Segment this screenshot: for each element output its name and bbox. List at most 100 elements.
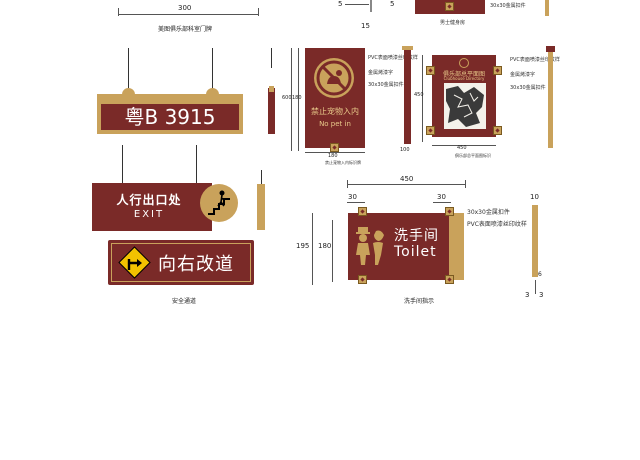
- plate-profile-wire: [271, 48, 272, 68]
- exit-profile: [257, 184, 265, 230]
- toilet-note-2: PVC表面喷漆丝印纹样: [467, 221, 527, 228]
- map-profile: [548, 50, 553, 148]
- toilet-zh-text: 洗手间: [394, 228, 439, 244]
- toilet-caption: 洗手间指示: [404, 298, 435, 305]
- safety-caption: 安全通道: [172, 298, 197, 305]
- map-dim-width-line: [432, 145, 496, 146]
- map-sign: 俱乐部总平面图 Clubhouse Directory: [432, 55, 496, 137]
- toilet-profile: [532, 205, 538, 277]
- map-note-1: PVC表面喷漆丝印纹样: [510, 57, 560, 63]
- pet-zh-text: 禁止宠物入内: [311, 107, 359, 116]
- pet-note-3: 30x30金属扣件: [368, 82, 404, 88]
- pet-dim-inner: [298, 48, 299, 151]
- top-post: [370, 0, 372, 12]
- toilet-profile-leg: [535, 280, 536, 294]
- exit-hanger-right: [196, 145, 197, 183]
- top-side-bar: [545, 0, 549, 16]
- ornament-icon: [445, 2, 454, 11]
- top-dim-15: 15: [361, 22, 370, 30]
- plate-sign: 粤B 3915: [97, 94, 243, 134]
- pet-profile-top: [402, 46, 413, 50]
- toilet-gold-edge: [449, 213, 464, 280]
- top-dimension-line: [118, 14, 258, 15]
- turn-right-arrow-icon: [118, 246, 151, 279]
- map-emblem-icon: [459, 58, 469, 68]
- man-woman-icon: [354, 225, 386, 267]
- toilet-dim-30a: 30: [348, 193, 357, 201]
- toilet-dim-450-tl: [347, 180, 348, 188]
- toilet-dim-30a-line: [347, 202, 365, 203]
- plate-profile-cap: [269, 86, 274, 92]
- toilet-dim-30b-line: [433, 202, 451, 203]
- top-dim-300: 300: [178, 4, 192, 12]
- top-sign-partial: [415, 0, 485, 14]
- map-title: 俱乐部总平面图: [442, 71, 485, 78]
- map-floorplan: [444, 83, 486, 129]
- toilet-ornament-tl-icon: [358, 207, 367, 216]
- toilet-sign: 洗手间 Toilet: [348, 213, 464, 280]
- toilet-dim-10: 10: [530, 193, 539, 201]
- pet-dim-width: 180: [328, 153, 338, 159]
- toilet-dim-450-line: [347, 184, 465, 185]
- map-ornament-br-icon: [493, 126, 502, 135]
- pet-note-2: 金属烤漆字: [368, 70, 394, 76]
- pet-dim-outer: [291, 48, 292, 151]
- toilet-ornament-tr-icon: [445, 207, 454, 216]
- exit-profile-wire: [261, 170, 262, 184]
- top-dim-line-5: [345, 4, 369, 5]
- exit-stair-badge: [200, 184, 238, 222]
- pet-dim-width-line: [305, 152, 365, 153]
- pet-dim-inner-label: 180: [292, 95, 302, 101]
- toilet-dim-180: 180: [318, 242, 332, 250]
- exit-zh-text: 人行出口处: [116, 193, 182, 207]
- exit-sign: 人行出口处 EXIT: [92, 183, 212, 231]
- map-dim-height: 450: [414, 92, 424, 98]
- toilet-ornament-br-icon: [445, 275, 454, 284]
- toilet-ornament-bl-icon: [358, 275, 367, 284]
- toilet-dim-30b: 30: [437, 193, 446, 201]
- map-ornament-bl-icon: [426, 126, 435, 135]
- toilet-dim-3a: 3: [525, 291, 530, 299]
- toilet-dim-180-line: [332, 220, 333, 282]
- top-right-caption: 男士健身房: [440, 20, 466, 26]
- toilet-note-1: 30x30金属扣件: [467, 209, 510, 216]
- map-caption: 俱乐部总平面图标识: [455, 153, 491, 158]
- plate-hanger-left: [128, 48, 129, 90]
- toilet-dim-195: 195: [296, 242, 310, 250]
- map-note-2: 金属烤漆字: [510, 72, 536, 78]
- club-door-caption: 美图俱乐部科室门牌: [158, 26, 213, 33]
- exit-en-text: EXIT: [133, 209, 165, 220]
- plate-profile: [268, 88, 275, 134]
- map-subtitle: Clubhouse Directory: [443, 76, 485, 81]
- pet-sign: 禁止宠物入内 No pet in: [305, 48, 365, 148]
- detour-text: 向右改道: [158, 254, 234, 275]
- map-note-3: 30x30金属扣件: [510, 85, 546, 91]
- toilet-dim-3b: 3: [539, 291, 544, 299]
- pet-en-text: No pet in: [319, 120, 351, 128]
- toilet-dim-450-tr: [465, 180, 466, 188]
- pet-profile: [404, 48, 411, 144]
- top-dim-5b: 5: [390, 0, 395, 8]
- plate-hanger-right: [212, 48, 213, 90]
- toilet-dim-450: 450: [400, 175, 414, 183]
- toilet-en-text: Toilet: [394, 244, 437, 260]
- top-dim-tick-right: [258, 8, 259, 16]
- map-ornament-tl-icon: [426, 66, 435, 75]
- pet-ornament-icon: [330, 143, 339, 152]
- plate-text: 粤B 3915: [124, 105, 216, 129]
- detour-sign: 向右改道: [108, 240, 254, 285]
- pet-dim-side: 100: [400, 147, 410, 153]
- toilet-dim-6: 6: [538, 271, 542, 278]
- map-ornament-tr-icon: [493, 66, 502, 75]
- top-dim-tick-left: [118, 8, 119, 16]
- top-dim-5a: 5: [338, 0, 343, 8]
- pet-caption: 禁止宠物入内标识牌: [325, 160, 361, 165]
- pet-dim-height: 600: [282, 95, 292, 101]
- toilet-dim-195-line: [312, 213, 313, 285]
- pet-note-1: PVC表面喷漆丝印纹样: [368, 55, 418, 61]
- map-profile-cap: [546, 46, 555, 52]
- exit-hanger-left: [122, 145, 123, 183]
- no-pet-icon: [314, 58, 354, 98]
- map-dim-width: 450: [457, 145, 467, 151]
- top-note: 30x30金属扣件: [490, 3, 526, 9]
